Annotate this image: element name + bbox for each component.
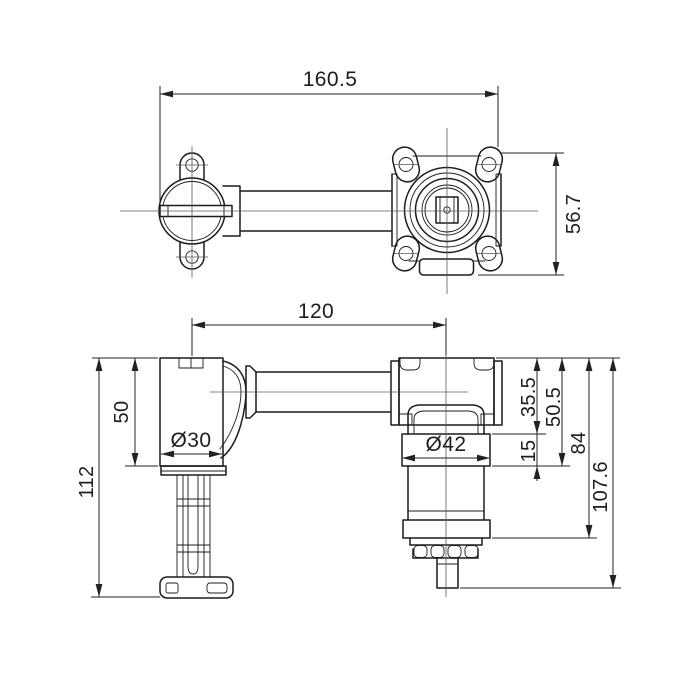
key-handle — [159, 576, 234, 599]
spout-elbow-outer — [220, 360, 247, 459]
centerlines-top-view — [120, 128, 538, 294]
valve-stem — [436, 557, 459, 589]
dim-label-overall-depth: 107.6 — [590, 461, 612, 513]
dim-overall-length: 160.5 — [159, 68, 499, 202]
connecting-pipe-front-view — [255, 371, 392, 413]
mounting-bracket — [398, 357, 495, 426]
centerlines-front-view — [210, 330, 468, 597]
dim-label-valve-height: 56.7 — [563, 194, 585, 234]
dim-spout-diameter: Ø30 — [161, 429, 222, 458]
bracket-plate-right — [493, 360, 503, 426]
dim-spout-body-height: 50 — [92, 357, 158, 467]
connecting-pipe-top-view — [239, 190, 392, 232]
key-handle-hole-right — [206, 582, 228, 594]
dim-shoulder-step: 15 — [492, 434, 570, 481]
dim-label-spout-diameter: Ø30 — [171, 429, 212, 452]
dim-overall-depth: 107.6 — [460, 358, 621, 589]
key-cross-ties — [176, 498, 211, 553]
dim-spout-overall-height: 112 — [76, 358, 160, 598]
dim-valve-height: 56.7 — [478, 152, 585, 276]
valve-front-view — [390, 357, 503, 589]
dim-label-valve-diameter: Ø42 — [426, 433, 467, 456]
spout-body-front-view — [159, 357, 392, 476]
dim-label-overall-length: 160.5 — [303, 68, 358, 91]
valve-ear-bottom-left — [391, 235, 421, 272]
key-handle-hole-left — [165, 582, 179, 594]
dim-label-center-distance: 120 — [298, 300, 334, 323]
dim-label-depth-to-shoulder: 35.5 — [518, 377, 540, 417]
dim-label-depth-to-body-mid: 50.5 — [543, 387, 565, 427]
spout-base-plate — [160, 465, 227, 476]
dim-depth-to-body-end: 84 — [492, 358, 597, 539]
bracket-plate-left — [390, 360, 400, 426]
valve-ear-top-left — [391, 146, 421, 183]
mounting-key — [159, 474, 234, 599]
valve-ear-top-right — [474, 146, 504, 183]
dim-center-distance: 120 — [191, 300, 447, 356]
dim-label-spout-body-height: 50 — [111, 401, 133, 424]
dim-depth-to-shoulder: 35.5 — [492, 357, 620, 435]
key-slot — [187, 474, 199, 575]
valve-cylinder-42 — [401, 433, 491, 467]
dim-label-shoulder-step: 15 — [518, 440, 540, 463]
valve-bottom-tab — [418, 258, 475, 276]
valve-lower-band — [402, 519, 491, 539]
dim-label-spout-overall-height: 112 — [76, 466, 98, 499]
dim-valve-diameter: Ø42 — [402, 433, 490, 462]
valve-ear-bottom-right — [474, 235, 504, 272]
dim-label-depth-to-body-end: 84 — [568, 432, 590, 455]
top-view: 160.5 56.7 — [120, 68, 585, 294]
front-view: 120 50 112 Ø30 Ø42 — [76, 300, 621, 599]
dim-depth-to-body-mid: 50.5 — [543, 358, 566, 466]
castellated-nut — [412, 548, 479, 559]
